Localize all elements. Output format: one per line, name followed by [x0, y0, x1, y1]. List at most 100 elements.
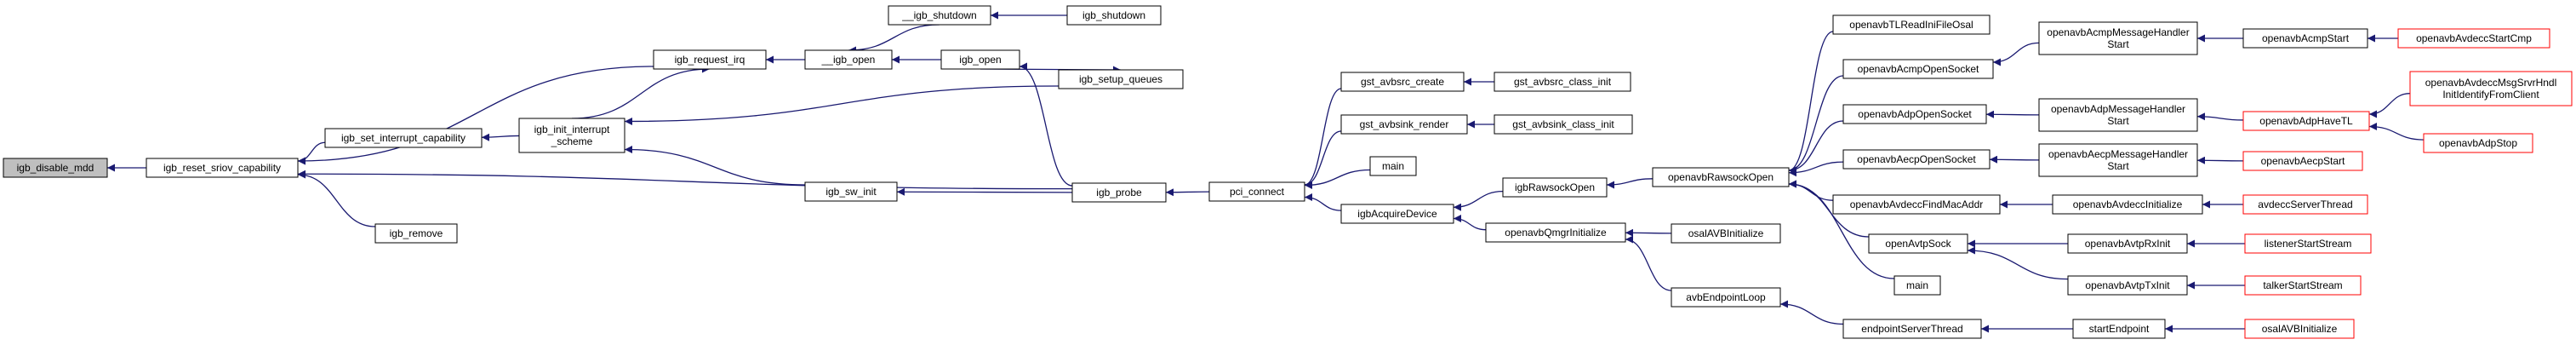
graph-node-openavbavdeccmsgsrvrhndlinitidentifyfromclient[interactable]: openavbAvdeccMsgSrvrHndlInitIdentifyFrom… — [2409, 71, 2573, 106]
graph-node-igb-init-interrupt-scheme[interactable]: igb_init_interrupt_scheme — [518, 118, 625, 153]
graph-node-talkerstartstream[interactable]: talkerStartStream — [2244, 275, 2362, 296]
node-label: igbAcquireDevice — [1357, 208, 1437, 220]
node-box — [1340, 72, 1465, 92]
node-label: igb_remove — [390, 227, 443, 239]
call-edge-openavbacmpopensocket-to-openavbrawsockopen — [1788, 75, 1844, 175]
graph-node-openavbadphavetl[interactable]: openavbAdpHaveTL — [2242, 111, 2370, 131]
graph-node-openavbqmgrinitialize[interactable]: openavbQmgrInitialize — [1485, 222, 1626, 243]
node-box — [1671, 287, 1781, 308]
node-box — [1671, 223, 1781, 244]
node-label: openavbAecpOpenSocket — [1857, 153, 1976, 165]
call-edge-openavbtlreadinifileosal-to-openavbrawsockopen — [1788, 31, 1834, 175]
call-edge-openavbaecpstart-to-openavbaecpmessagehandlerstart — [2196, 156, 2244, 164]
node-box — [2067, 233, 2188, 254]
call-edge-openavbqmgrinitialize-to-igbacquiredevice — [1453, 215, 1487, 231]
call-edge-openavbavtptxinit-to-openavtpsock — [1967, 246, 2069, 280]
graph-node-openavbtlreadinifileosal[interactable]: openavbTLReadIniFileOsal — [1832, 14, 1991, 35]
node-label: gst_avbsink_class_init — [1512, 118, 1614, 130]
graph-node-gst-avbsink-render[interactable]: gst_avbsink_render — [1340, 114, 1468, 135]
node-label: endpointServerThread — [1861, 323, 1962, 335]
graph-node-igb-remove[interactable]: igb_remove — [374, 223, 458, 244]
graph-node-igb-disable-mdd[interactable]: igb_disable_mdd — [3, 158, 108, 178]
node-label: Start — [2107, 160, 2129, 172]
node-box — [2052, 194, 2203, 215]
node-label: gst_avbsink_render — [1360, 118, 1449, 130]
node-box — [2038, 143, 2198, 177]
graph-node-igbrawsockopen[interactable]: igbRawsockOpen — [1502, 177, 1608, 198]
call-edge-gst-avbsrc-create-to-pci-connect — [1304, 88, 1342, 189]
node-box — [1652, 167, 1790, 187]
graph-node-igb-open[interactable]: igb_open — [940, 49, 1020, 70]
graph-node-osalavbinitialize-a[interactable]: osalAVBInitialize — [1671, 223, 1781, 244]
graph-node-gst-avbsrc-class-init[interactable]: gst_avbsrc_class_init — [1494, 72, 1631, 92]
node-label: InitIdentifyFromClient — [2442, 89, 2539, 101]
node-box — [1071, 182, 1167, 203]
node-box — [1893, 275, 1941, 296]
graph-node-endpointserverthread[interactable]: endpointServerThread — [1842, 319, 1982, 339]
node-label: pci_connect — [1230, 186, 1285, 198]
node-label: osalAVBInitialize — [1688, 227, 1764, 239]
node-label: igb_init_interrupt — [534, 124, 610, 135]
graph-node-main-b[interactable]: main — [1893, 275, 1941, 296]
graph-node-osalavbinitialize-b[interactable]: osalAVBInitialize — [2244, 319, 2355, 339]
node-box — [1494, 72, 1631, 92]
node-label: openavbAvtpRxInit — [2085, 238, 2171, 250]
graph-node-openavbavtptxinit[interactable]: openavbAvtpTxInit — [2067, 275, 2188, 296]
graph-node-openavbavtprxinit[interactable]: openavbAvtpRxInit — [2067, 233, 2188, 254]
graph-node-openavbadpopensocket[interactable]: openavbAdpOpenSocket — [1842, 104, 1987, 124]
node-label: osalAVBInitialize — [2262, 323, 2338, 335]
graph-node-openavbadpstop[interactable]: openavbAdpStop — [2423, 133, 2533, 153]
graph-node-openavbacmpstart[interactable]: openavbAcmpStart — [2242, 28, 2368, 49]
node-label: gst_avbsrc_create — [1361, 76, 1444, 88]
node-box — [1494, 114, 1633, 135]
graph-node-gst-avbsink-class-init[interactable]: gst_avbsink_class_init — [1494, 114, 1633, 135]
graph-node-igb-shutdown[interactable]: igb_shutdown — [1066, 5, 1162, 26]
graph-node-listenerstartstream[interactable]: listenerStartStream — [2244, 233, 2372, 254]
graph-node-openavbacmpopensocket[interactable]: openavbAcmpOpenSocket — [1842, 59, 1994, 79]
node-label: openavbAvtpTxInit — [2085, 279, 2170, 291]
call-edge-openavbavdeccmsgsrvrhndlinitidentifyfromclient-to-openavbadphavetl — [2368, 93, 2411, 118]
node-box — [653, 49, 767, 70]
graph-node-main-a[interactable]: main — [1369, 156, 1417, 176]
graph-node-igb-setup-queues[interactable]: igb_setup_queues — [1058, 69, 1184, 89]
call-edge-openavbadpopensocket-to-openavbrawsockopen — [1788, 120, 1844, 175]
graph-node-pci-connect[interactable]: pci_connect — [1208, 181, 1305, 202]
node-label: _scheme — [551, 135, 593, 147]
node-box — [1842, 59, 1994, 79]
node-box — [1340, 114, 1468, 135]
graph-node-openavbaecpstart[interactable]: openavbAecpStart — [2242, 151, 2363, 171]
graph-node-igb-probe[interactable]: igb_probe — [1071, 182, 1167, 203]
call-edge-igb-set-interrupt-capability-to-igb-reset-sriov-capability — [297, 141, 326, 165]
graph-node-gst-avbsrc-create[interactable]: gst_avbsrc_create — [1340, 72, 1465, 92]
graph-node-igb-request-irq[interactable]: igb_request_irq — [653, 49, 767, 70]
call-edge-openavbrawsockopen-to-igbrawsockopen — [1606, 178, 1654, 189]
graph-node-openavbavdeccinitialize[interactable]: openavbAvdeccInitialize — [2052, 194, 2203, 215]
call-edge-main-a-to-pci-connect — [1304, 169, 1371, 189]
graph-node-openavbavdeccstartcmp[interactable]: openavbAvdeccStartCmp — [2397, 28, 2550, 49]
graph-node-startendpoint[interactable]: startEndpoint — [2072, 319, 2166, 339]
graph-node-igb-reset-sriov-capability[interactable]: igb_reset_sriov_capability — [146, 158, 299, 178]
graph-node-openavbrawsockopen[interactable]: openavbRawsockOpen — [1652, 167, 1790, 187]
graph-node-igbacquiredevice[interactable]: igbAcquireDevice — [1340, 204, 1454, 224]
node-label: openavbAdpHaveTL — [2259, 115, 2353, 127]
graph-node-igb-shutdown[interactable]: __igb_shutdown — [888, 5, 991, 26]
node-label: openavbAcmpOpenSocket — [1858, 63, 1979, 75]
graph-node-avdeccserverthread[interactable]: avdeccServerThread — [2242, 194, 2368, 215]
node-box — [1066, 5, 1162, 26]
node-box — [2409, 71, 2573, 106]
node-label: startEndpoint — [2089, 323, 2150, 335]
graph-node-igb-set-interrupt-capability[interactable]: igb_set_interrupt_capability — [324, 128, 483, 148]
node-label: Start — [2107, 115, 2129, 127]
graph-node-igb-sw-init[interactable]: igb_sw_init — [804, 181, 898, 202]
call-edge-igb-init-interrupt-scheme-to-igb-set-interrupt-capability — [481, 133, 520, 141]
graph-node-openavbavdeccfindmacaddr[interactable]: openavbAvdeccFindMacAddr — [1832, 194, 2001, 215]
graph-node-avbendpointloop[interactable]: avbEndpointLoop — [1671, 287, 1781, 308]
graph-node-openavtpsock[interactable]: openAvtpSock — [1868, 233, 1968, 254]
node-label: openavbAvdeccStartCmp — [2416, 32, 2532, 44]
node-label: __igb_open — [821, 54, 876, 66]
graph-node-igb-open[interactable]: __igb_open — [804, 49, 893, 70]
graph-node-openavbaecpopensocket[interactable]: openavbAecpOpenSocket — [1842, 149, 1991, 170]
